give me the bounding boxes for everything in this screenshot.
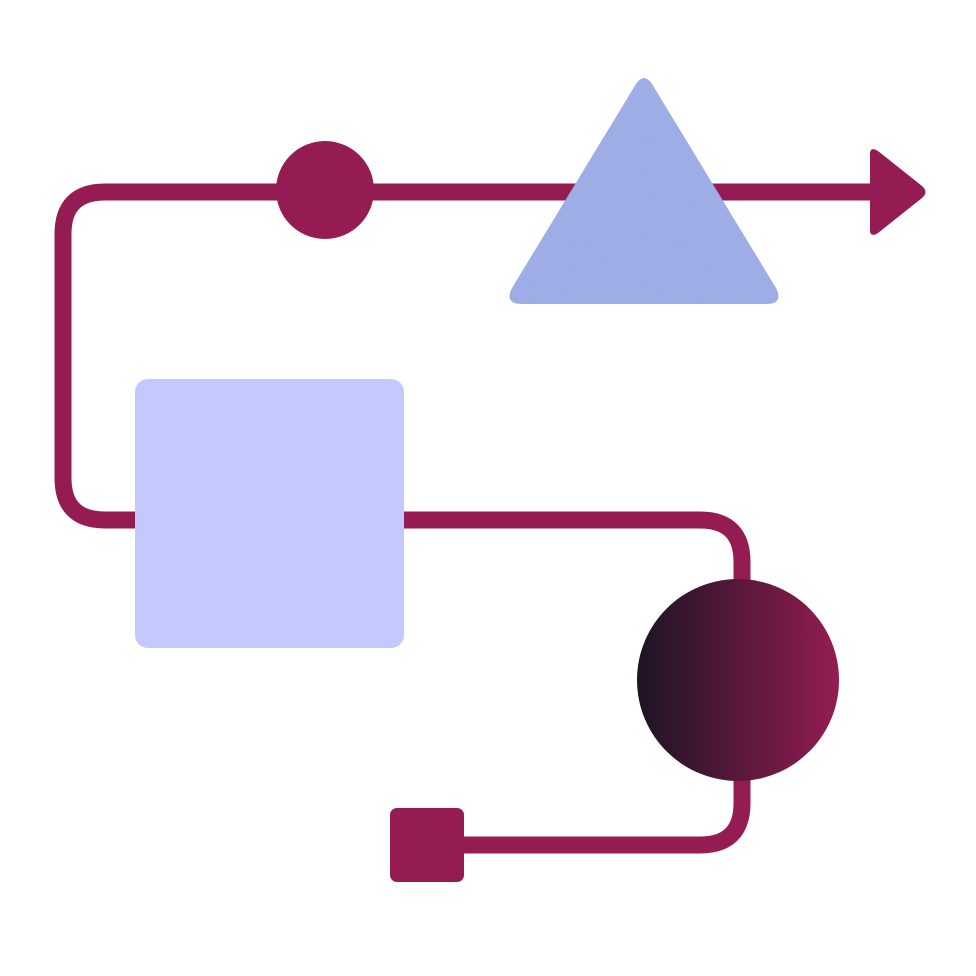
end-square-node bbox=[390, 808, 464, 882]
gradient-circle-node bbox=[637, 579, 839, 781]
triangle-node bbox=[509, 78, 779, 304]
arrowhead-icon bbox=[870, 149, 926, 235]
large-square-node bbox=[135, 379, 404, 648]
small-circle-node bbox=[276, 141, 374, 239]
